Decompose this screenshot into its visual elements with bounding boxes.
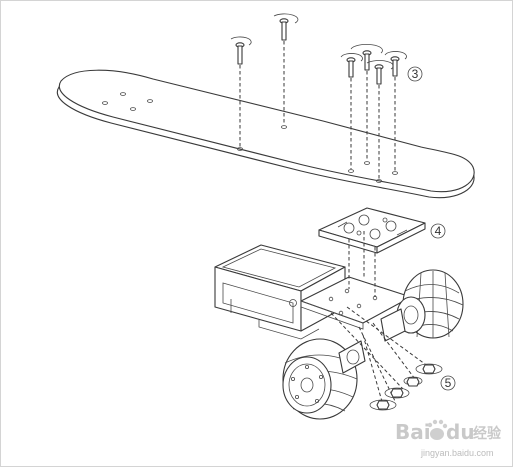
nuts-and-washers <box>330 306 443 411</box>
hex-nut <box>369 399 397 411</box>
watermark: Bai du 经验 jingyan.baidu.com <box>395 419 502 458</box>
watermark-suffix: 经验 <box>473 425 502 442</box>
screw <box>273 13 299 125</box>
deck-screws <box>230 13 407 179</box>
callout-4-label: 4 <box>435 224 442 238</box>
callout-4: 4 <box>430 223 446 239</box>
callout-3: 3 <box>407 66 423 82</box>
motor-unit <box>214 231 412 340</box>
screw <box>230 36 252 147</box>
screw <box>340 53 363 169</box>
callout-5: 5 <box>440 375 456 391</box>
skateboard-deck <box>56 69 475 199</box>
rear-wheel <box>380 269 464 342</box>
screw <box>350 44 383 161</box>
watermark-brand-left: Bai <box>395 420 431 444</box>
front-wheel <box>282 338 366 420</box>
callout-3-label: 3 <box>412 67 419 81</box>
screw <box>384 51 407 171</box>
callout-5-label: 5 <box>445 376 452 390</box>
hex-nut <box>415 363 443 375</box>
watermark-url: jingyan.baidu.com <box>420 448 494 458</box>
hex-nut <box>384 387 410 399</box>
hex-nut <box>403 376 423 387</box>
watermark-brand-right: du <box>446 420 475 444</box>
baidu-paw-icon <box>427 419 448 440</box>
riser-pad <box>318 207 426 254</box>
